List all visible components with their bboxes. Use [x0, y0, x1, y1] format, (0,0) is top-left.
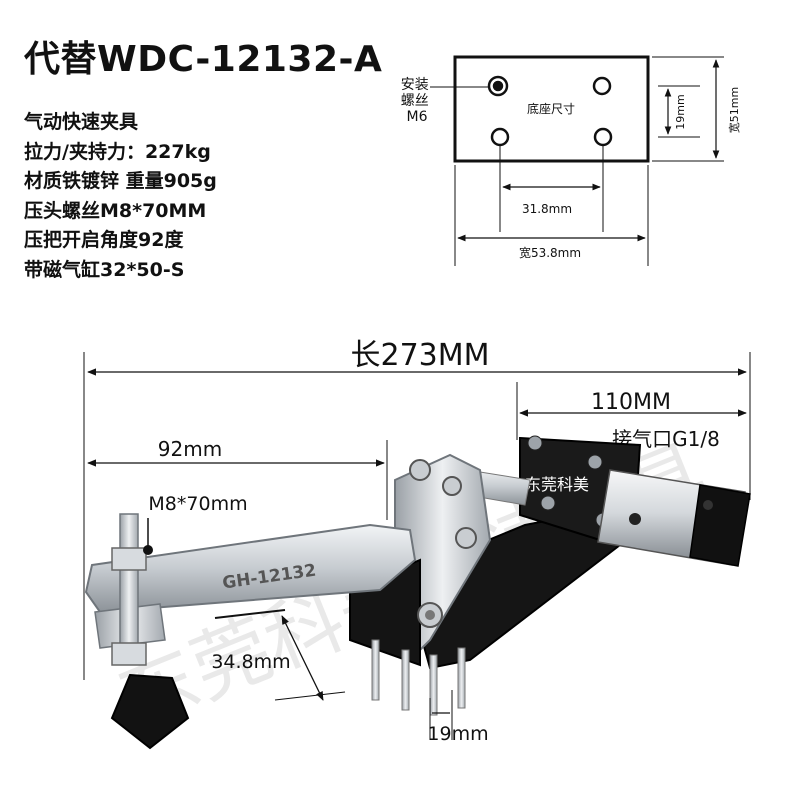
base-plate: [453, 55, 650, 163]
mount-label: 安装 螺丝 M6: [401, 77, 433, 125]
clamp-product: 东莞科美 GH-12132 M8*70mm: [84, 435, 751, 750]
arm-length-dimension: 92mm: [87, 437, 388, 520]
hole-spacing-y: 19mm: [674, 94, 687, 129]
height-dimension: 34.8mm: [211, 609, 346, 701]
clamp-arm: [84, 523, 417, 614]
spec-line: 压头螺丝M8*70MM: [24, 199, 207, 222]
pin-dimension: 19mm: [427, 690, 489, 745]
rubber-tip: [110, 673, 190, 750]
cylinder-length-label: 110MM: [591, 390, 671, 415]
spec-line: 材质铁镀锌 重量905g: [24, 170, 217, 192]
spec-line: 气动快速夹具: [24, 111, 139, 133]
base-size-label: 底座尺寸: [527, 101, 575, 116]
overall-length-dimension: 长273MM: [83, 338, 751, 680]
screw-spec-label: M8*70mm: [148, 493, 247, 515]
spec-line: 压把开启角度92度: [24, 229, 184, 251]
pin-dim-label: 19mm: [427, 723, 488, 745]
base-plate-diagram: 底座尺寸 安装 螺丝 M6 19mm 宽51mm 31.8mm 宽53.8mm: [401, 55, 741, 266]
overall-length-label: 长273MM: [350, 338, 489, 373]
width-bottom: 宽53.8mm: [519, 245, 581, 260]
height-label: 34.8mm: [211, 651, 290, 673]
mount-pin: [371, 639, 380, 701]
spec-list: 气动快速夹具 拉力/夹持力：227kg 材质铁镀锌 重量905g 压头螺丝M8*…: [24, 108, 217, 285]
brand-label: 东莞科美: [525, 475, 589, 494]
mount-hole: [487, 75, 613, 147]
product-title: 代替WDC-12132-A: [24, 39, 383, 80]
pressure-screw: [119, 513, 139, 665]
arm-length-label: 92mm: [158, 437, 222, 461]
hole-spacing-x: 31.8mm: [522, 202, 572, 216]
spec-line: 拉力/夹持力：227kg: [24, 140, 211, 163]
spec-line: 带磁气缸32*50-S: [24, 258, 185, 281]
width-side: 宽51mm: [727, 87, 741, 133]
